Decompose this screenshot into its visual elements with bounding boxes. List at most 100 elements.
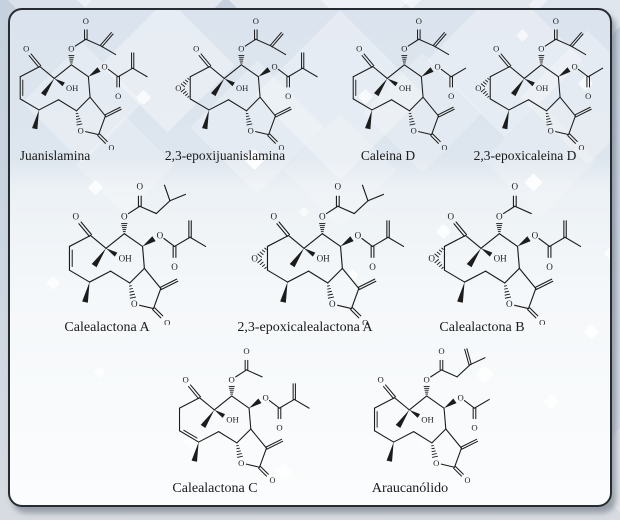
svg-text:OH: OH [226, 414, 239, 424]
svg-text:O: O [434, 62, 440, 72]
svg-text:O: O [369, 262, 376, 272]
svg-text:O: O [115, 91, 121, 101]
svg-text:O: O [248, 125, 254, 135]
svg-text:O: O [78, 125, 84, 135]
compound-label: Juanislamina [19, 148, 91, 163]
svg-text:O: O [193, 44, 199, 54]
svg-text:O: O [131, 299, 138, 309]
svg-text:O: O [532, 230, 539, 240]
svg-text:O: O [539, 318, 545, 325]
svg-text:OH: OH [66, 83, 78, 93]
svg-text:O: O [448, 211, 455, 221]
diamond-shape [603, 245, 610, 262]
svg-text:O: O [276, 423, 282, 433]
structure-drawing: O OH O O O O O O [352, 16, 467, 150]
svg-text:O: O [475, 83, 481, 93]
diamond-shape [93, 366, 106, 379]
svg-text:O: O [319, 211, 326, 221]
figure-panel: O OH O O O O O O Juanislamina O O OH O O O O O O 2,3-ep… [8, 8, 612, 507]
svg-text:O: O [137, 182, 144, 192]
svg-text:O: O [243, 346, 249, 356]
svg-text:O: O [238, 458, 244, 468]
structure-drawing: O OH O O O O O O [68, 182, 207, 325]
svg-text:O: O [238, 44, 244, 54]
compound-label: Calealactona B [439, 320, 525, 335]
svg-text:O: O [262, 393, 268, 403]
svg-text:O: O [278, 143, 284, 150]
svg-text:O: O [424, 374, 430, 384]
svg-text:O: O [271, 211, 278, 221]
svg-text:O: O [553, 16, 559, 26]
svg-text:O: O [538, 44, 544, 54]
svg-text:OH: OH [494, 253, 508, 263]
compound-label: 2,3-epoxijuanislamina [164, 148, 286, 163]
svg-text:O: O [438, 346, 444, 356]
compound-calealactona-a: O OH O O O O O O Calealactona A [52, 177, 213, 335]
compound-label: Calealactona C [172, 481, 258, 496]
svg-text:O: O [546, 262, 553, 272]
svg-text:O: O [428, 253, 435, 263]
svg-text:O: O [329, 299, 336, 309]
compound-label: Calealactona A [64, 320, 150, 335]
svg-text:O: O [182, 374, 188, 384]
svg-text:O: O [157, 230, 164, 240]
compound-label: 2,3-epoxicalealactona A [237, 320, 373, 335]
svg-text:O: O [548, 125, 554, 135]
svg-text:O: O [355, 230, 362, 240]
svg-text:O: O [377, 374, 383, 384]
diamond-shape [610, 129, 612, 142]
compound-label: Caleina D [360, 148, 416, 163]
svg-text:O: O [175, 83, 181, 93]
svg-text:O: O [506, 299, 513, 309]
svg-text:O: O [448, 91, 454, 101]
svg-text:O: O [285, 91, 291, 101]
svg-text:O: O [121, 211, 128, 221]
svg-text:O: O [585, 91, 591, 101]
svg-text:O: O [493, 44, 499, 54]
svg-text:O: O [171, 262, 178, 272]
svg-text:O: O [465, 476, 471, 483]
compound-caleina-d: O OH O O O O O O Caleina D [337, 12, 487, 163]
svg-text:O: O [73, 211, 80, 221]
svg-text:O: O [441, 143, 447, 150]
svg-text:O: O [108, 143, 114, 150]
svg-text:O: O [253, 16, 259, 26]
svg-text:O: O [471, 423, 477, 433]
svg-text:O: O [23, 44, 29, 54]
svg-text:O: O [83, 16, 89, 26]
svg-text:O: O [457, 393, 463, 403]
svg-text:O: O [356, 44, 362, 54]
svg-text:OH: OH [119, 253, 133, 263]
svg-text:O: O [512, 182, 519, 192]
svg-text:O: O [578, 143, 584, 150]
svg-text:O: O [101, 62, 107, 72]
compound-label: Araucanólido [371, 481, 449, 496]
svg-text:O: O [271, 62, 277, 72]
svg-text:OH: OH [399, 83, 411, 93]
svg-text:O: O [433, 458, 439, 468]
svg-text:O: O [411, 125, 417, 135]
svg-text:O: O [229, 374, 235, 384]
svg-text:O: O [335, 182, 342, 192]
svg-text:O: O [416, 16, 422, 26]
svg-text:O: O [251, 253, 258, 263]
svg-text:O: O [164, 318, 170, 325]
diamond-shape [543, 393, 560, 410]
svg-text:OH: OH [536, 83, 548, 93]
compound-label: 2,3-epoxicaleina D [473, 148, 577, 163]
svg-text:O: O [401, 44, 407, 54]
